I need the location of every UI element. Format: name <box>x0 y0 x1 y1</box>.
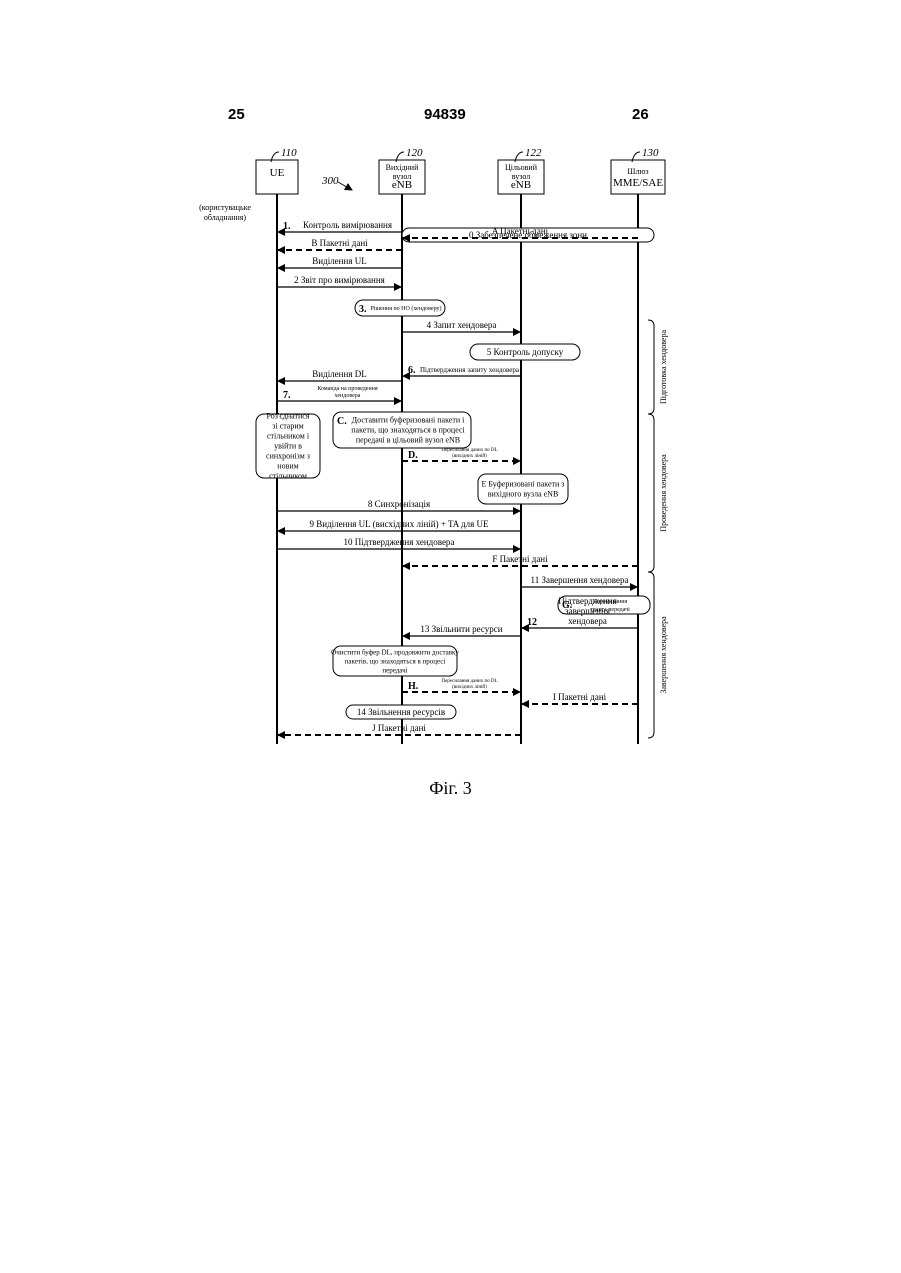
entity-label-2-2: eNB <box>511 179 531 191</box>
entity-sub-0: (користувацьке <box>199 203 251 212</box>
message-label-6-0: Підтвердження запиту хендовера <box>420 366 520 374</box>
phase-label-2: Завершення хендовера <box>659 616 668 694</box>
process-text-2-0: 5 Контроль допуску <box>487 347 564 357</box>
message-label-1-0: B Пакетні дані <box>311 238 368 248</box>
message-label-18-0: I Пакетні дані <box>553 692 607 702</box>
entity-label-1-0: Вихідний <box>386 163 419 172</box>
message-label-8-0: Команда на проведення <box>317 386 378 392</box>
process-text-3-6: стільником <box>269 472 307 481</box>
message-label-19-0: J Пакетні дані <box>372 723 426 733</box>
message-label-15-1: завершення <box>565 606 610 616</box>
figure-caption: Фіг. 3 <box>0 778 901 799</box>
diagram-ref-arrow <box>338 182 352 190</box>
message-label-15-2: хендовера <box>568 616 607 626</box>
message-label-12-0: 10 Підтвердження хендовера <box>344 537 455 547</box>
process-text-3-0: Роз'єднатися <box>267 412 310 421</box>
message-label-14-0: 11 Завершення хендовера <box>531 575 629 585</box>
process-text-3-5: новим <box>277 462 298 471</box>
process-text-1-0: Рішення по НО (хендоверу) <box>370 305 441 312</box>
entity-ref-0: 110 <box>281 147 297 159</box>
message-label-5-0: 4 Запит хендовера <box>427 320 497 330</box>
message-label-7-0: Виділення DL <box>312 369 366 379</box>
message-label-8-1: хендовера <box>335 393 361 399</box>
phase-label-1: Проведення хендовера <box>659 454 668 532</box>
entity-ref-2: 122 <box>525 147 542 159</box>
phase-bracket-0 <box>648 320 654 414</box>
message-num-17: H. <box>408 681 419 692</box>
process-text-4-2: передачі в цільовий вузол eNB <box>356 436 460 445</box>
diagram-ref: 300 <box>321 175 339 187</box>
message-label-9-1: (вихідних ліній) <box>452 454 487 459</box>
entity-label-3-0: Шлюз <box>627 167 648 176</box>
entity-sub-1: обладнання) <box>204 213 247 222</box>
message-label-10-0: 8 Синхронізація <box>368 499 430 509</box>
entity-label-3-1: MME/SAE <box>613 177 663 189</box>
process-text-7-2: передачі <box>382 666 407 674</box>
entity-ref-3: 130 <box>642 147 659 159</box>
message-label-9-0: Пересилання даних по DL <box>441 448 497 453</box>
message-label-11-0: 9 Виділення UL (висхідних ліній) + TA дл… <box>310 519 489 529</box>
process-text-5-0: E Буферизовані пакети з <box>482 480 565 489</box>
phase-label-0: Підготовка хендовера <box>659 330 668 405</box>
message-label-16-0: 13 Звільнити ресурси <box>420 624 502 634</box>
message-num-0: 1. <box>283 221 291 232</box>
process-text-3-3: увійти в <box>274 442 302 451</box>
message-num-6: 6. <box>408 365 416 376</box>
process-text-3-4: синхронізм з <box>266 452 310 461</box>
process-text-4-0: Доставити буферизовані пакети і <box>352 416 465 425</box>
phase-bracket-2 <box>648 572 654 738</box>
process-text-7-1: пакетів, що знаходяться в процесі <box>345 657 446 665</box>
entity-label-0-0: UE <box>270 167 285 179</box>
message-label-15-0: Підтвердження <box>558 596 617 606</box>
process-num-4: C. <box>337 416 347 427</box>
message-num-15: 12 <box>527 617 537 628</box>
process-text-5-1: вихідного вузла eNB <box>488 490 559 499</box>
message-label-0-0: Контроль вимірювання <box>303 220 392 230</box>
process-num-1: 3. <box>359 304 367 315</box>
message-num-8: 7. <box>283 390 291 401</box>
message-label-13-0: F Пакетні дані <box>492 554 548 564</box>
message-label-2-0: A Пакетні дані <box>492 226 549 236</box>
entity-label-1-2: eNB <box>392 179 412 191</box>
entity-label-2-0: Цільовий <box>505 163 538 172</box>
phase-bracket-1 <box>648 414 654 572</box>
entity-ref-1: 120 <box>406 147 423 159</box>
process-text-3-1: зі старим <box>272 422 303 431</box>
message-label-4-0: 2 Звіт про вимірювання <box>294 275 385 285</box>
message-label-3-0: Виділення UL <box>312 256 366 266</box>
process-text-7-0: Очистити буфер DL, продовжити доставку <box>331 648 459 656</box>
message-num-9: D. <box>408 450 418 461</box>
message-label-17-1: (вихідних ліній) <box>452 685 487 690</box>
process-text-4-1: пакети, що знаходяться в процесі <box>351 426 465 435</box>
message-label-17-0: Пересилання даних по DL <box>441 679 497 684</box>
process-text-3-2: стільником і <box>267 432 310 441</box>
process-text-8-0: 14 Звільнення ресурсів <box>357 707 445 717</box>
